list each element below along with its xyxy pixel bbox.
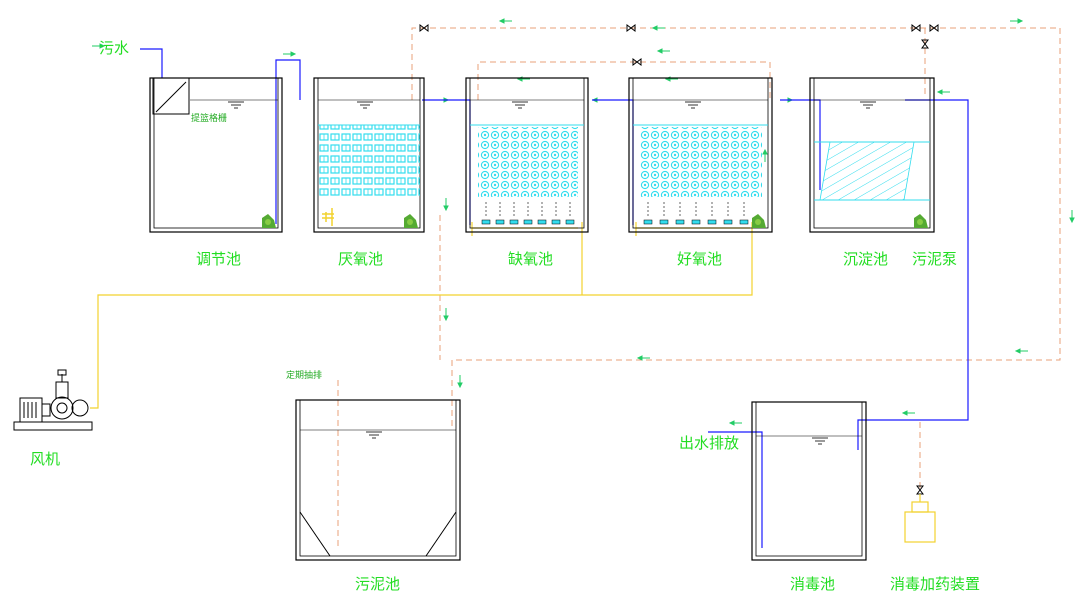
disinfectant-dosing-label: 消毒加药装置 <box>890 575 980 593</box>
aerobic-media-fill <box>640 127 762 197</box>
pump-icon[interactable] <box>752 214 766 228</box>
pump-icon[interactable] <box>262 214 276 228</box>
valve-icon[interactable] <box>419 24 939 495</box>
periodic-pumping-label: 定期抽排 <box>286 369 322 381</box>
water-pipe-network <box>140 48 969 548</box>
return-pipe-network <box>337 27 1061 548</box>
inclined-plate-settler <box>819 141 915 201</box>
pump-icon[interactable] <box>404 214 418 228</box>
basket-screen <box>152 77 190 115</box>
sedimentation-tank-label: 沉淀池 <box>843 250 888 268</box>
anaerobic-media-fill <box>318 125 420 197</box>
mixer-icon[interactable] <box>322 208 334 226</box>
pump-icon[interactable] <box>914 214 928 228</box>
anaerobic-tank-label: 厌氧池 <box>338 250 383 268</box>
dosing-device-icon[interactable] <box>904 494 936 543</box>
diffuser-row <box>643 202 749 225</box>
sludge-tank <box>295 399 461 561</box>
blower-icon[interactable] <box>13 369 93 431</box>
anoxic-tank <box>465 77 589 233</box>
sludge-pump-label: 污泥泵 <box>912 250 957 268</box>
sedimentation-tank <box>809 77 935 233</box>
equalization-tank-label: 调节池 <box>196 250 241 268</box>
anaerobic-tank <box>313 77 425 233</box>
air-pipe-network <box>90 222 753 409</box>
effluent-discharge-label: 出水排放 <box>679 434 739 452</box>
aerobic-tank-label: 好氧池 <box>677 250 722 268</box>
sewage-inlet-label: 污水 <box>99 39 129 57</box>
blower-label: 风机 <box>30 450 60 468</box>
disinfection-tank-label: 消毒池 <box>790 575 835 593</box>
water-level-icon <box>228 101 244 109</box>
disinfection-tank <box>751 401 867 561</box>
sludge-tank-label: 污泥池 <box>355 575 400 593</box>
anoxic-tank-label: 缺氧池 <box>508 250 553 268</box>
aerobic-tank <box>628 77 773 233</box>
screen-label: 提篮格栅 <box>191 112 227 124</box>
flow-arrow-icon <box>92 18 1075 426</box>
anoxic-media-fill <box>478 127 578 197</box>
diffuser-row <box>481 202 575 225</box>
equalization-tank <box>149 77 283 233</box>
